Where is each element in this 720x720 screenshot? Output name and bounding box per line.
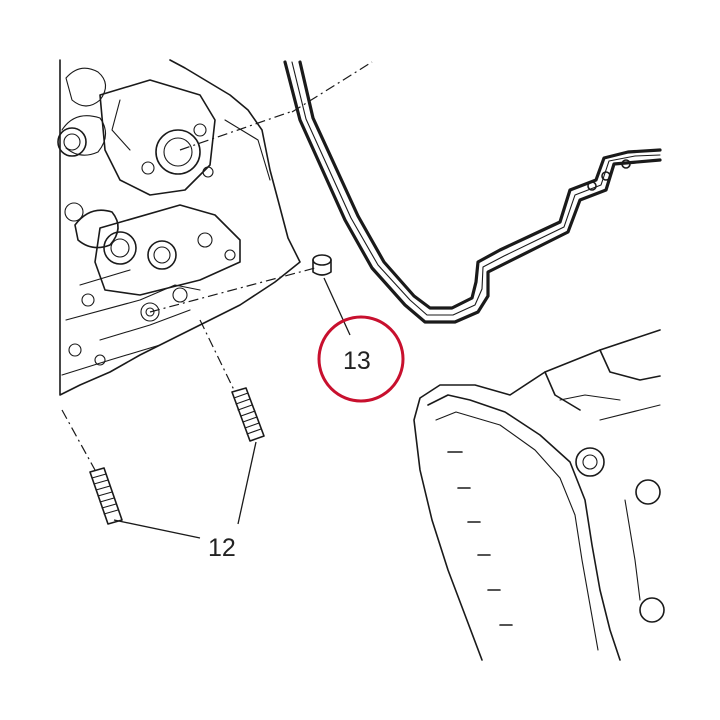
stud-upper (231, 387, 265, 442)
callout-highlight-ring-13 (317, 315, 405, 403)
valve-cover-gasket (283, 60, 662, 324)
cylinder-head-drawing (57, 59, 301, 396)
callout-label-13: 13 (343, 347, 371, 375)
valve-cover (413, 329, 665, 661)
dowel-sleeve (312, 254, 332, 276)
callout-label-12: 12 (208, 534, 236, 562)
stud-lower (89, 467, 123, 525)
callout-leaders (113, 277, 351, 539)
assembly-centerlines (61, 61, 373, 471)
